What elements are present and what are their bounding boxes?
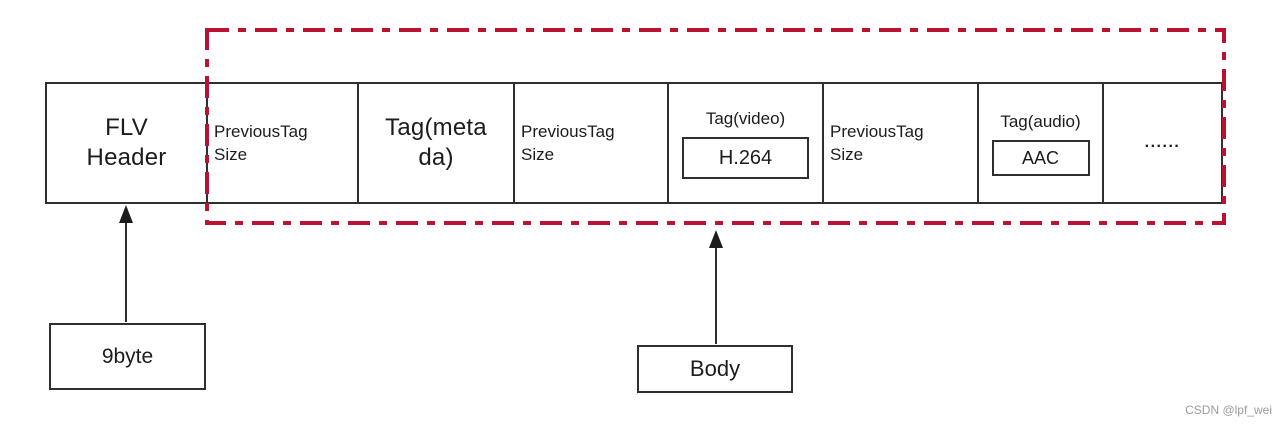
tag-metadata-cell: Tag(meta da)	[359, 84, 515, 202]
flv-header-cell: FLV Header	[47, 84, 208, 202]
ellipsis-label: ......	[1144, 134, 1181, 151]
previous-tag-size-cell-3: PreviousTag Size	[824, 84, 979, 202]
aac-box: AAC	[991, 140, 1090, 176]
tag-metadata-label: Tag(meta da)	[385, 114, 487, 171]
tag-audio-cell: Tag(audio) AAC	[979, 84, 1104, 202]
flv-byte-table: FLV Header PreviousTag Size Tag(meta da)…	[45, 82, 1223, 204]
tag-audio-label: Tag(audio)	[1000, 112, 1081, 131]
body-callout-box: Body	[637, 345, 793, 393]
ellipsis-cell: ......	[1104, 84, 1221, 202]
body-arrow	[709, 230, 723, 344]
previous-tag-size-label-1: PreviousTag Size	[214, 122, 308, 164]
body-label: Body	[689, 356, 741, 381]
flv-header-label: FLV Header	[86, 114, 167, 171]
header-arrow	[119, 205, 133, 322]
watermark: CSDN @lpf_wei	[1185, 403, 1272, 417]
previous-tag-size-label-2: PreviousTag Size	[521, 122, 615, 164]
previous-tag-size-label-3: PreviousTag Size	[830, 122, 924, 164]
tag-video-cell: Tag(video) H.264	[669, 84, 824, 202]
previous-tag-size-cell-1: PreviousTag Size	[208, 84, 359, 202]
header-size-callout-box: 9byte	[49, 323, 206, 390]
h264-box: H.264	[682, 137, 809, 179]
tag-video-label: Tag(video)	[705, 109, 786, 128]
previous-tag-size-cell-2: PreviousTag Size	[515, 84, 669, 202]
header-size-label: 9byte	[101, 344, 154, 368]
